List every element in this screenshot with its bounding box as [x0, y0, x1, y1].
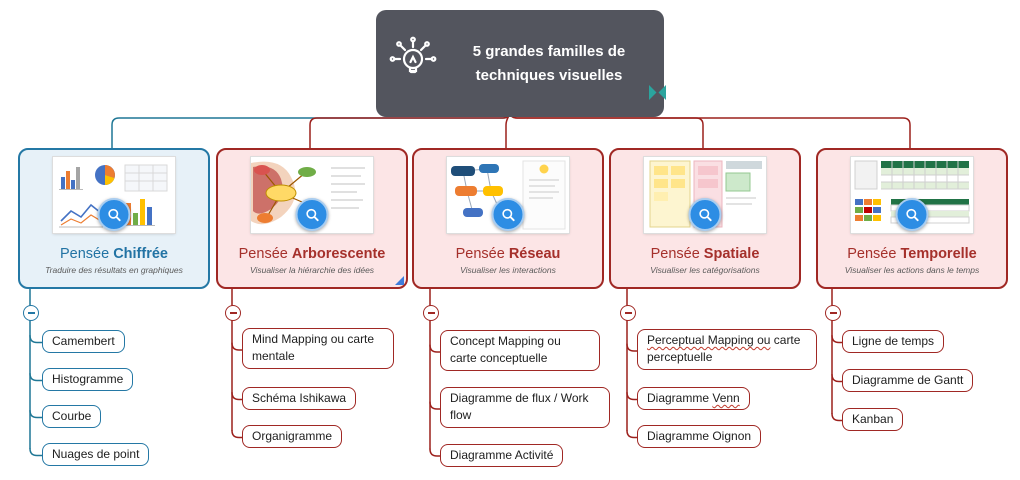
minus-icon	[27, 312, 35, 314]
thumbnail-charts-collage[interactable]	[53, 157, 175, 233]
leaf-kanban[interactable]: Kanban	[842, 408, 904, 432]
family-title: Pensée Arborescente	[238, 246, 386, 262]
leaf-organigramme[interactable]: Organigramme	[242, 425, 343, 449]
family-card-chiffree[interactable]: Pensée Chiffrée Traduire des résultats e…	[18, 148, 210, 289]
family-title: Pensée Spatiale	[650, 246, 760, 262]
family-card-temporelle[interactable]: Pensée Temporelle Visualiser les actions…	[816, 148, 1008, 289]
root-node[interactable]: 5 grandes familles de techniques visuell…	[376, 10, 664, 117]
charts-collage-picture	[53, 157, 175, 233]
zoom-preview-button[interactable]	[895, 198, 929, 231]
minus-icon	[229, 312, 237, 314]
minus-icon	[829, 312, 837, 314]
family-card-reseau[interactable]: Pensée Réseau Visualiser les interaction…	[412, 148, 604, 289]
spellcheck-underline: Perceptual Mapping ou	[647, 333, 771, 347]
leaf-ligne-de-temps[interactable]: Ligne de temps	[842, 330, 945, 354]
family-title: Pensée Réseau	[455, 246, 561, 262]
thumbnail-gantt-table[interactable]	[851, 157, 973, 233]
zoom-preview-button[interactable]	[97, 198, 131, 231]
leaf-histogramme[interactable]: Histogramme	[42, 368, 134, 392]
collapse-toggle[interactable]	[825, 305, 841, 321]
root-title: 5 grandes familles de techniques visuell…	[472, 43, 626, 84]
zoom-preview-button[interactable]	[491, 198, 525, 231]
family-title: Pensée Chiffrée	[59, 246, 168, 262]
leaf-diagramme-oignon[interactable]: Diagramme Oignon	[637, 425, 762, 449]
family-subtitle: Visualiser les catégorisations	[650, 265, 760, 275]
collapse-toggle[interactable]	[23, 305, 39, 321]
thumbnail-sticky-boards[interactable]	[644, 157, 766, 233]
leaf-schema-ishikawa[interactable]: Schéma Ishikawa	[242, 387, 357, 411]
brand-logo-icon	[648, 85, 667, 100]
collapse-toggle[interactable]	[620, 305, 636, 321]
thumbnail-concept-map[interactable]	[447, 157, 569, 233]
leaf-nuages-de-point[interactable]: Nuages de point	[42, 443, 150, 467]
family-subtitle: Visualiser la hiérarchie des idées	[249, 265, 375, 275]
magnifier-icon	[501, 208, 515, 221]
family-card-spatiale[interactable]: Pensée Spatiale Visualiser les catégoris…	[609, 148, 801, 289]
family-subtitle: Visualiser les actions dans le temps	[844, 265, 980, 275]
leaf-mind-mapping[interactable]: Mind Mapping ou carte mentale	[242, 328, 394, 369]
leaf-concept-mapping[interactable]: Concept Mapping ou carte conceptuelle	[440, 330, 600, 371]
magnifier-icon	[305, 208, 319, 221]
zoom-preview-button[interactable]	[688, 198, 722, 231]
leaf-perceptual-mapping[interactable]: Perceptual Mapping ou carte perceptuelle	[637, 329, 817, 370]
leaf-diagramme-activite[interactable]: Diagramme Activité	[440, 444, 564, 468]
family-title: Pensée Temporelle	[847, 246, 977, 262]
leaf-camembert[interactable]: Camembert	[42, 330, 125, 354]
family-subtitle: Visualiser les interactions	[460, 265, 556, 275]
collapse-toggle[interactable]	[423, 305, 439, 321]
family-subtitle: Traduire des résultats en graphiques	[45, 265, 183, 275]
minus-icon	[427, 312, 435, 314]
zoom-preview-button[interactable]	[295, 198, 329, 231]
minus-icon	[624, 312, 632, 314]
family-card-arborescente[interactable]: Pensée Arborescente Visualiser la hiérar…	[216, 148, 408, 289]
leaf-diagramme-de-gantt[interactable]: Diagramme de Gantt	[842, 369, 974, 393]
magnifier-icon	[905, 208, 919, 221]
thumbnail-mindmap[interactable]	[251, 157, 373, 233]
spellcheck-underline: Venn	[712, 391, 740, 405]
leaf-diagramme-venn[interactable]: Diagramme Venn	[637, 387, 750, 411]
magnifier-icon	[107, 208, 121, 221]
collapse-toggle[interactable]	[225, 305, 241, 321]
note-fold-icon	[395, 276, 404, 285]
leaf-diagramme-de-flux[interactable]: Diagramme de flux / Work flow	[440, 387, 610, 428]
leaf-courbe[interactable]: Courbe	[42, 405, 102, 429]
lightbulb-network-icon	[386, 34, 440, 93]
magnifier-icon	[698, 208, 712, 221]
